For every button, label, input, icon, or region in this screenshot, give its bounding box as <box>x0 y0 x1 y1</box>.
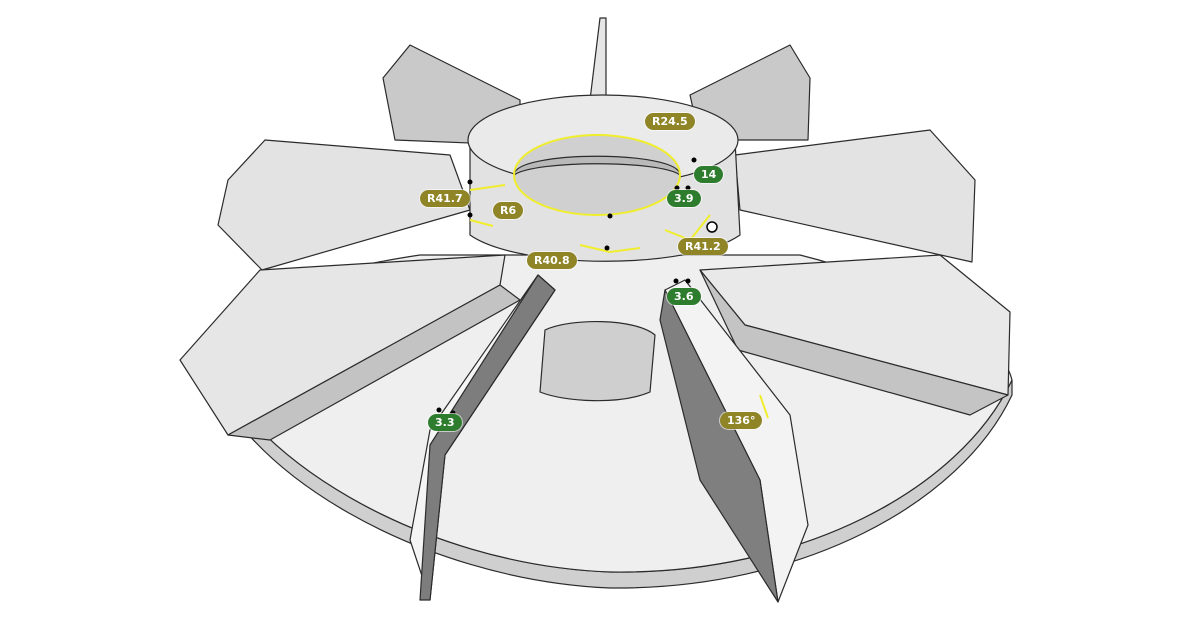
marker-point <box>436 407 442 413</box>
hub-slot <box>539 320 656 402</box>
thickness-label-3-9[interactable]: 3.9 <box>667 190 701 207</box>
bore-radius-highlight <box>513 134 681 216</box>
radius-label-r6[interactable]: R6 <box>493 202 524 219</box>
marker-point <box>604 245 610 251</box>
blade-right-lower-face <box>699 269 1009 416</box>
marker-point <box>467 179 473 185</box>
blade-front-right-shadow <box>659 289 779 603</box>
r40-8-leader <box>579 244 641 254</box>
radius-label-r41-2[interactable]: R41.2 <box>678 238 728 255</box>
radius-label-r40-8[interactable]: R40.8 <box>527 252 577 269</box>
blade-back-top <box>589 17 607 101</box>
r41-7-leader <box>469 184 506 227</box>
marker-point <box>467 212 473 218</box>
blade-left-lower <box>179 254 506 436</box>
marker-point <box>685 185 691 191</box>
selection-circle[interactable] <box>706 221 718 233</box>
marker-point <box>607 213 613 219</box>
blade-right-upper <box>734 129 976 263</box>
thickness-label-3-3[interactable]: 3.3 <box>428 414 462 431</box>
thickness-label-3-6[interactable]: 3.6 <box>667 288 701 305</box>
marker-point <box>674 185 680 191</box>
angle-label-136[interactable]: 136° <box>720 412 763 429</box>
radius-label-r41-7[interactable]: R41.7 <box>420 190 470 207</box>
blade-left-lower-face <box>227 284 521 441</box>
thickness-label-14[interactable]: 14 <box>694 166 724 183</box>
marker-point <box>691 157 697 163</box>
radius-label-r24-5[interactable]: R24.5 <box>645 113 695 130</box>
marker-point <box>673 278 679 284</box>
blade-front-left-shadow <box>419 274 556 601</box>
angle-leader <box>759 394 769 419</box>
marker-point <box>685 278 691 284</box>
